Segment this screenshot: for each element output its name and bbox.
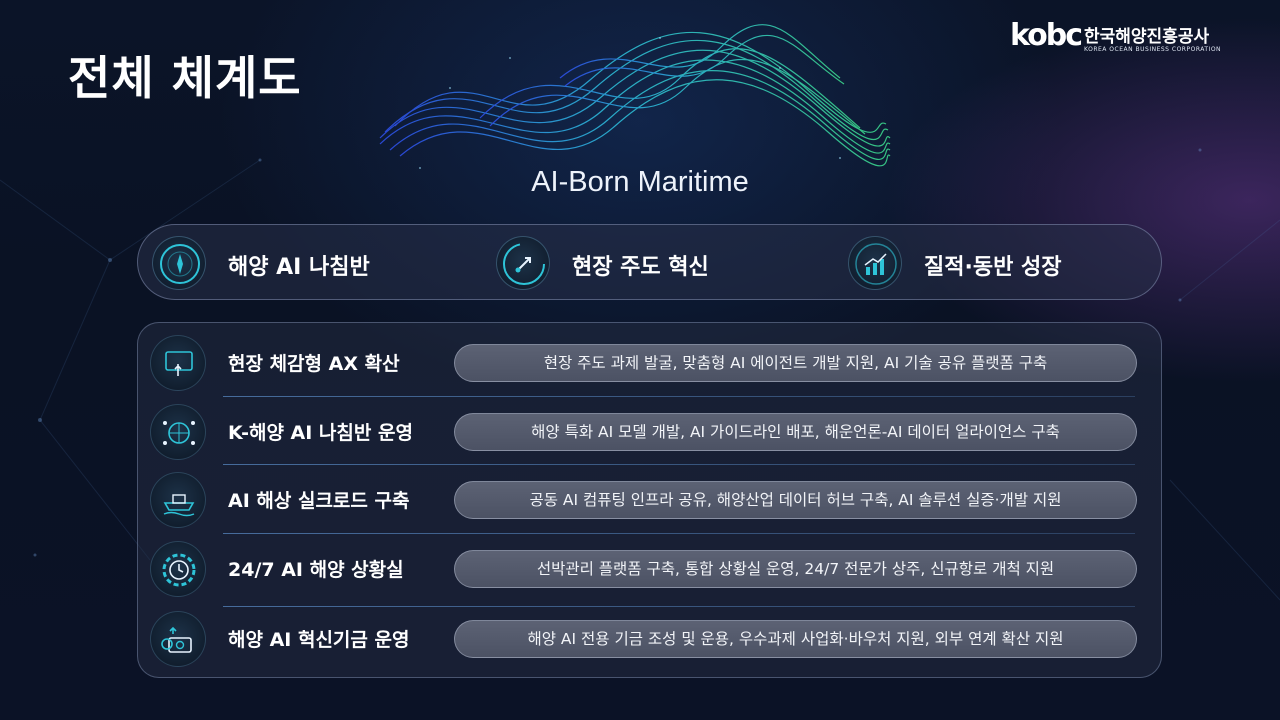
initiative-description: 선박관리 플랫폼 구축, 통합 상황실 운영, 24/7 전문가 상주, 신규항… [454,550,1137,588]
initiative-description: 해양 특화 AI 모델 개발, AI 가이드라인 배포, 해운언론-AI 데이터… [454,413,1137,451]
initiative-title: 현장 체감형 AX 확산 [228,353,400,375]
pillar-label: 질적·동반 성장 [924,255,1062,280]
initiative-row: K-해양 AI 나침반 운영 해양 특화 AI 모델 개발, AI 가이드라인 … [138,396,1163,466]
row-divider [223,533,1135,534]
network-globe-icon [150,404,206,460]
hero-wave-graphic [379,24,891,169]
initiative-row: 24/7 AI 해양 상황실 선박관리 플랫폼 구축, 통합 상황실 운영, 2… [138,533,1163,603]
pillar-label: 현장 주도 혁신 [572,255,709,280]
initiative-row: 해양 AI 혁신기금 운영 해양 AI 전용 기금 조성 및 운용, 우수과제 … [138,603,1163,673]
initiative-description: 공동 AI 컴퓨팅 인프라 공유, 해양산업 데이터 허브 구축, AI 솔루션… [454,481,1137,519]
row-divider [223,464,1135,465]
pillar-label: 해양 AI 나침반 [228,255,370,280]
clock-gear-icon [150,541,206,597]
logo-name-english: KOREA OCEAN BUSINESS CORPORATION [1084,46,1222,53]
initiative-row: AI 해상 실크로드 구축 공동 AI 컴퓨팅 인프라 공유, 해양산업 데이터… [138,464,1163,534]
ship-icon [150,472,206,528]
logo-name-korean: 한국해양진흥공사 [1084,27,1210,47]
growth-chart-icon [848,236,902,290]
rocket-icon [496,236,550,290]
compass-icon [152,236,206,290]
initiative-title: 해양 AI 혁신기금 운영 [228,629,410,651]
row-divider [223,606,1135,607]
logo-mark: kobc [1010,18,1083,53]
money-fund-icon [150,611,206,667]
initiatives-panel: 현장 체감형 AX 확산 현장 주도 과제 발굴, 맞춤형 AI 에이전트 개발… [137,322,1162,678]
initiative-title: AI 해상 실크로드 구축 [228,490,410,512]
company-logo: kobc 한국해양진흥공사 KOREA OCEAN BUSINESS CORPO… [1010,18,1230,58]
hero-title: AI-Born Maritime [531,166,749,198]
touch-screen-icon [150,335,206,391]
initiative-description: 현장 주도 과제 발굴, 맞춤형 AI 에이전트 개발 지원, AI 기술 공유… [454,344,1137,382]
initiative-title: K-해양 AI 나침반 운영 [228,422,413,444]
row-divider [223,396,1135,397]
initiative-row: 현장 체감형 AX 확산 현장 주도 과제 발굴, 맞춤형 AI 에이전트 개발… [138,327,1163,397]
page-title: 전체 체계도 [68,51,302,105]
initiative-description: 해양 AI 전용 기금 조성 및 운용, 우수과제 사업화·바우처 지원, 외부… [454,620,1137,658]
initiative-title: 24/7 AI 해양 상황실 [228,559,404,581]
core-values-bar: 해양 AI 나침반 현장 주도 혁신 질적·동반 성장 [137,224,1162,300]
